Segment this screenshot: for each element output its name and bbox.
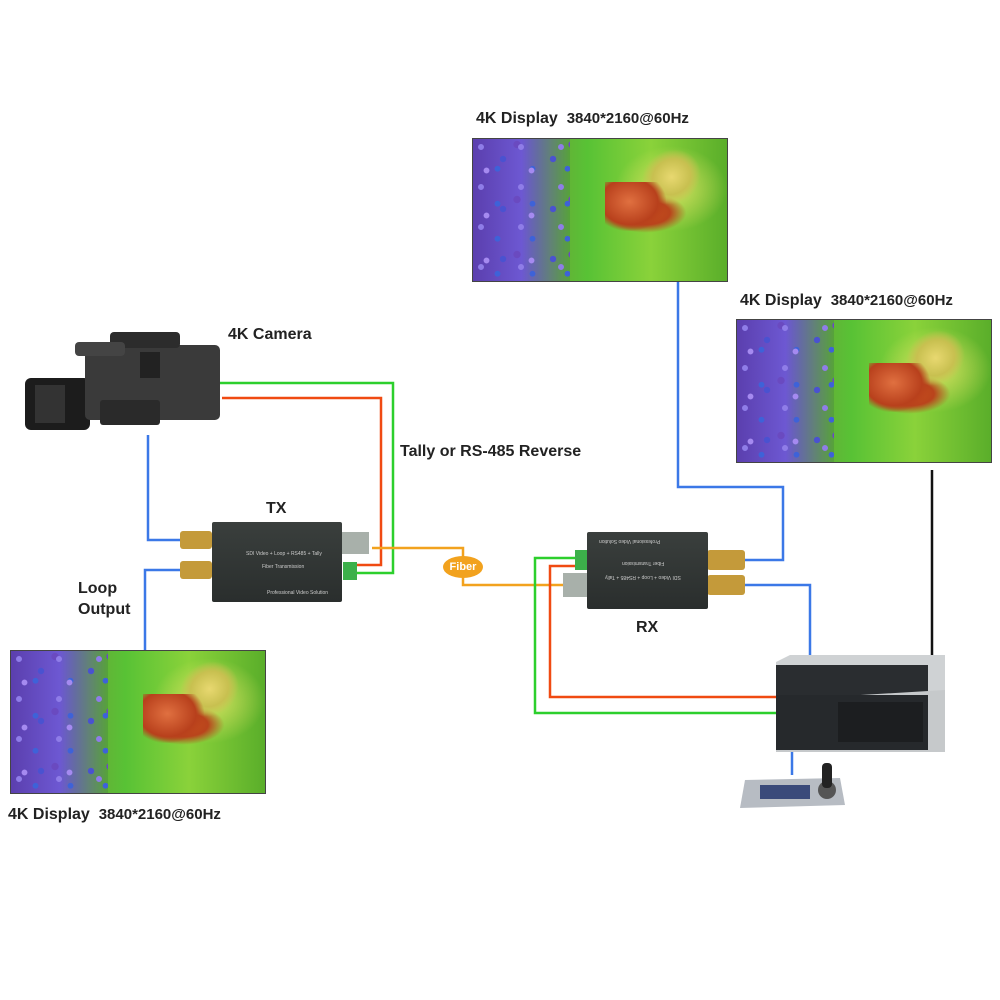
tx-bnc-connectors — [180, 531, 212, 579]
rx-brand-text: Professional Video Solution — [599, 538, 661, 544]
display-name: 4K Display — [8, 806, 90, 823]
camera-green-line — [220, 381, 395, 575]
display-resolution: 3840*2160@60Hz — [830, 292, 953, 309]
ptz-keyboard-icon — [740, 763, 845, 808]
display-name: 4K Display — [476, 110, 558, 127]
right-4k-display — [736, 319, 992, 463]
flowers-image — [737, 320, 834, 462]
camera-video-line — [146, 435, 182, 542]
rx-loop-line — [745, 583, 812, 656]
rx-red-line — [548, 564, 777, 699]
tx-terminal-block — [343, 562, 357, 580]
hummingbird-image — [869, 362, 931, 413]
rx-device: Professional Video Solution Fiber Transm… — [587, 532, 708, 609]
loop-display-caption: 4K Display 3840*2160@60Hz — [8, 806, 221, 824]
tally-label: Tally or RS-485 Reverse — [400, 443, 582, 460]
flowers-image — [473, 139, 570, 281]
tx-sfp-port — [341, 532, 369, 554]
tx-device: SDI Video + Loop + RS485 + Tally Fiber T… — [212, 522, 342, 602]
rx-terminal-block — [575, 550, 588, 570]
loop-output-label-line2: Output — [78, 601, 131, 618]
display-resolution: 3840*2160@60Hz — [566, 110, 689, 127]
hummingbird-image — [605, 181, 667, 232]
flowers-image — [11, 651, 108, 793]
rx-sfp-port — [563, 573, 589, 597]
loop-output-line — [143, 568, 182, 650]
rx-model-text: SDI Video + Loop + RS485 + Tally — [605, 574, 681, 580]
fiber-line-rx — [461, 575, 570, 587]
hummingbird-image — [143, 693, 205, 744]
top-display-caption: 4K Display 3840*2160@60Hz — [476, 110, 689, 128]
tx-model-text: SDI Video + Loop + RS485 + Tally — [246, 551, 322, 557]
right-display-caption: 4K Display 3840*2160@60Hz — [740, 292, 953, 310]
camera-icon — [25, 332, 220, 430]
display-resolution: 3840*2160@60Hz — [98, 806, 221, 823]
fiber-badge: Fiber — [443, 556, 483, 578]
tx-sub-text: Fiber Transmission — [262, 564, 305, 570]
display-name: 4K Display — [740, 292, 822, 309]
tx-brand-text: Professional Video Solution — [267, 590, 329, 596]
loop-output-label-line1: Loop — [78, 580, 118, 597]
rx-display-line — [676, 281, 785, 562]
rack-equipment-icon — [776, 655, 945, 752]
camera-red-line — [222, 396, 383, 567]
tx-label: TX — [266, 500, 287, 517]
camera-label: 4K Camera — [228, 326, 312, 343]
top-4k-display — [472, 138, 728, 282]
rx-sub-text: Fiber Transmission — [622, 560, 665, 566]
rx-green-line — [533, 556, 777, 715]
loop-4k-display — [10, 650, 266, 794]
rx-label: RX — [636, 619, 659, 636]
rx-bnc-connectors — [707, 550, 745, 595]
